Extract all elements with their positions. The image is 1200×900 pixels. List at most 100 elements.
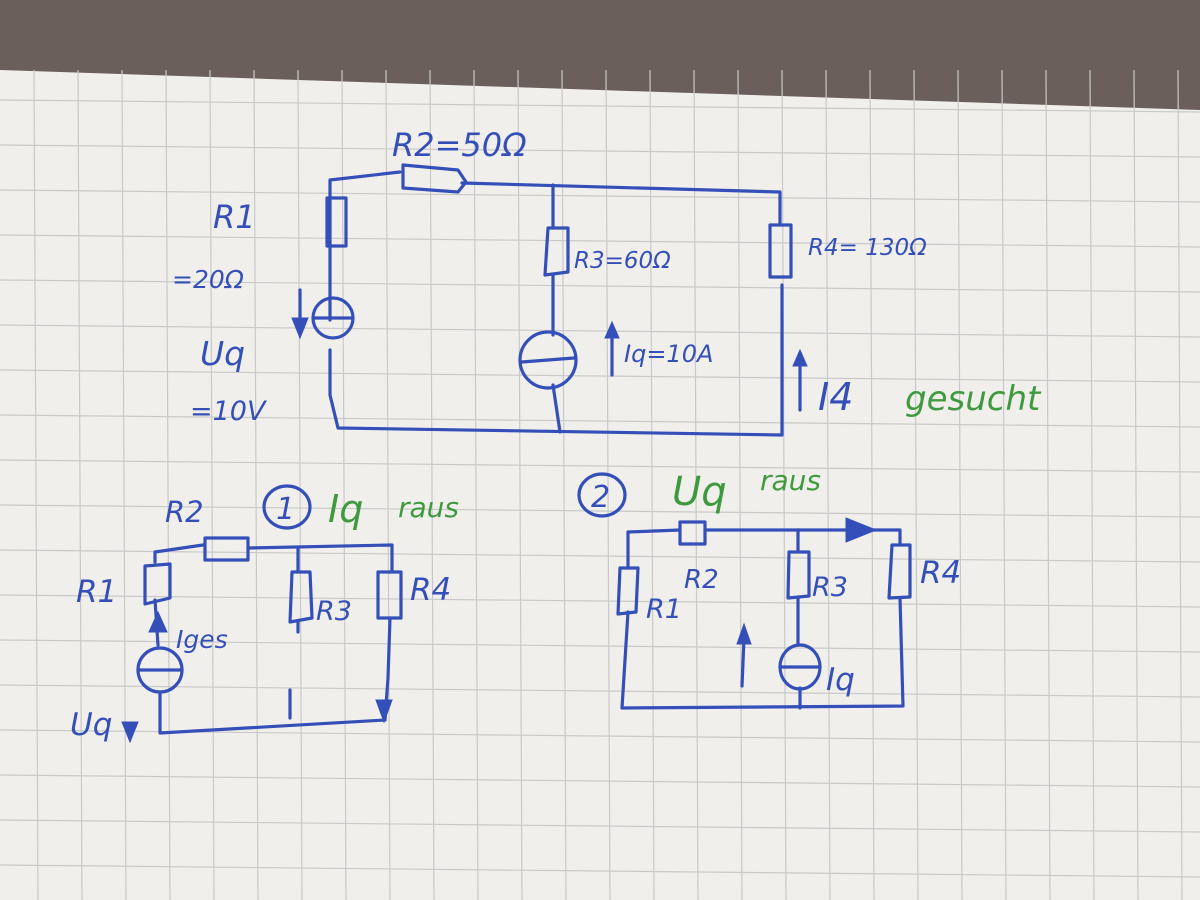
sub1-r3-label: R3 [316,596,352,627]
main-iq-bottom-wire [551,383,562,434]
main-iq-label: Iq=10A [624,340,713,368]
sub2-iq-arrow-shaft [740,636,746,688]
sub2-r3-label: R3 [812,572,848,603]
sub2-iq-arrow-head [736,622,752,645]
sub2-r1-resistor [616,566,640,616]
main-r1-value: =20Ω [172,265,244,294]
grid-line-horizontal [0,414,1200,428]
sub2-top-wire [703,528,902,547]
grid-line-vertical [825,69,831,900]
grid-line-vertical [1089,69,1095,900]
grid-line-vertical [121,69,127,900]
sub2-step-number: 2 [591,480,610,515]
main-i4-label: I4 [818,375,853,419]
grid-line-horizontal [0,819,1200,833]
sub2-iq-label: Iq [826,662,855,698]
grid-line-horizontal [0,864,1200,878]
main-r1-label: R1 [213,198,256,236]
main-bottom-wire [328,283,784,437]
paper-sheet [0,70,1200,900]
sub1-top-wire [246,543,394,574]
sub1-bottom-arrow [375,699,393,724]
sub1-r1-resistor [143,562,172,606]
paper-grid [0,69,1200,900]
main-left-top-wire [328,170,402,322]
sub2-r4-resistor [887,543,912,600]
grid-line-vertical [165,69,171,900]
sub1-title-symbol: Iq [328,487,363,531]
grid-line-horizontal [0,324,1200,338]
grid-line-vertical [429,69,435,900]
sub1-left-top-wire [153,543,205,564]
grid-line-horizontal [0,684,1200,698]
sub-circuit-2: 2 Uq raus R1 R2 R3 R4 Iq [577,464,961,710]
grid-line-vertical [209,69,215,900]
grid-line-vertical [913,69,919,900]
sub-circuit-1: 1 Iq raus R2 R1 R3 R4 Iges Uq [70,484,459,744]
main-r3-resistor [543,226,570,277]
grid-line-horizontal [0,279,1200,293]
grid-line-vertical [869,69,875,900]
sub2-title-symbol: Uq [672,469,727,515]
sub2-left-top-wire [626,528,682,570]
sub1-title-word: raus [398,491,459,524]
grid-line-vertical [561,69,567,900]
sub1-uq-label: Uq [70,707,112,743]
grid-line-vertical [693,69,699,900]
main-i4-arrow-head [792,348,808,367]
main-current-source-bar [520,356,576,364]
grid-line-vertical [253,69,259,900]
grid-line-vertical [1133,69,1139,900]
main-r2-label: R2=50Ω [392,126,527,164]
sub2-r4-label: R4 [920,555,961,591]
sub1-r2-resistor [203,536,250,562]
main-iq-arrow-head [604,320,620,339]
main-current-source [518,330,578,390]
grid-line-vertical [1045,69,1051,900]
grid-line-vertical [33,69,39,900]
sub2-step-circle [577,472,627,518]
grid-line-vertical [77,69,83,900]
main-r2-resistor [401,163,468,194]
grid-line-vertical [385,69,391,900]
grid-line-vertical [297,69,303,900]
sub2-top-arrow [845,517,878,543]
grid-line-horizontal [0,99,1200,113]
sub1-iges-label: Iges [176,625,228,654]
sub2-r1-label: R1 [646,594,682,625]
grid-line-vertical [781,69,787,900]
grid-line-vertical [737,69,743,900]
grid-line-horizontal [0,234,1200,248]
main-r4-resistor [768,223,793,279]
grid-line-vertical [1177,69,1183,900]
sub1-r1-label: R1 [76,574,117,610]
grid-line-horizontal [0,144,1200,158]
sub1-uq-arrow [121,721,139,744]
sub2-r2-resistor [678,520,707,546]
grid-line-horizontal [0,774,1200,788]
main-circuit: R2=50Ω R1 =20Ω R3=60Ω R4= 130Ω Uq =10V I… [172,126,1042,437]
grid-line-horizontal [0,459,1200,473]
grid-line-vertical [605,69,611,900]
grid-line-vertical [957,69,963,900]
grid-line-horizontal [0,594,1200,608]
sub1-r3-resistor [288,570,314,624]
grid-line-horizontal [0,549,1200,563]
sub2-r3-resistor [786,550,811,600]
sub1-iges-arrow [148,610,168,633]
sub1-r4-resistor [376,570,403,620]
grid-line-horizontal [0,369,1200,383]
main-r1-resistor [325,196,348,248]
grid-line-vertical [473,69,479,900]
sub1-step-number: 1 [276,492,295,527]
sub2-title-word: raus [760,464,821,497]
sub1-r4-label: R4 [410,572,451,608]
grid-line-vertical [1001,69,1007,900]
main-r3-label: R3=60Ω [574,248,671,274]
main-uq-value: =10V [190,396,268,427]
grid-line-horizontal [0,189,1200,203]
main-uq-arrow-head [291,317,309,340]
grid-line-vertical [649,69,655,900]
sub1-r2-label: R2 [165,495,204,529]
